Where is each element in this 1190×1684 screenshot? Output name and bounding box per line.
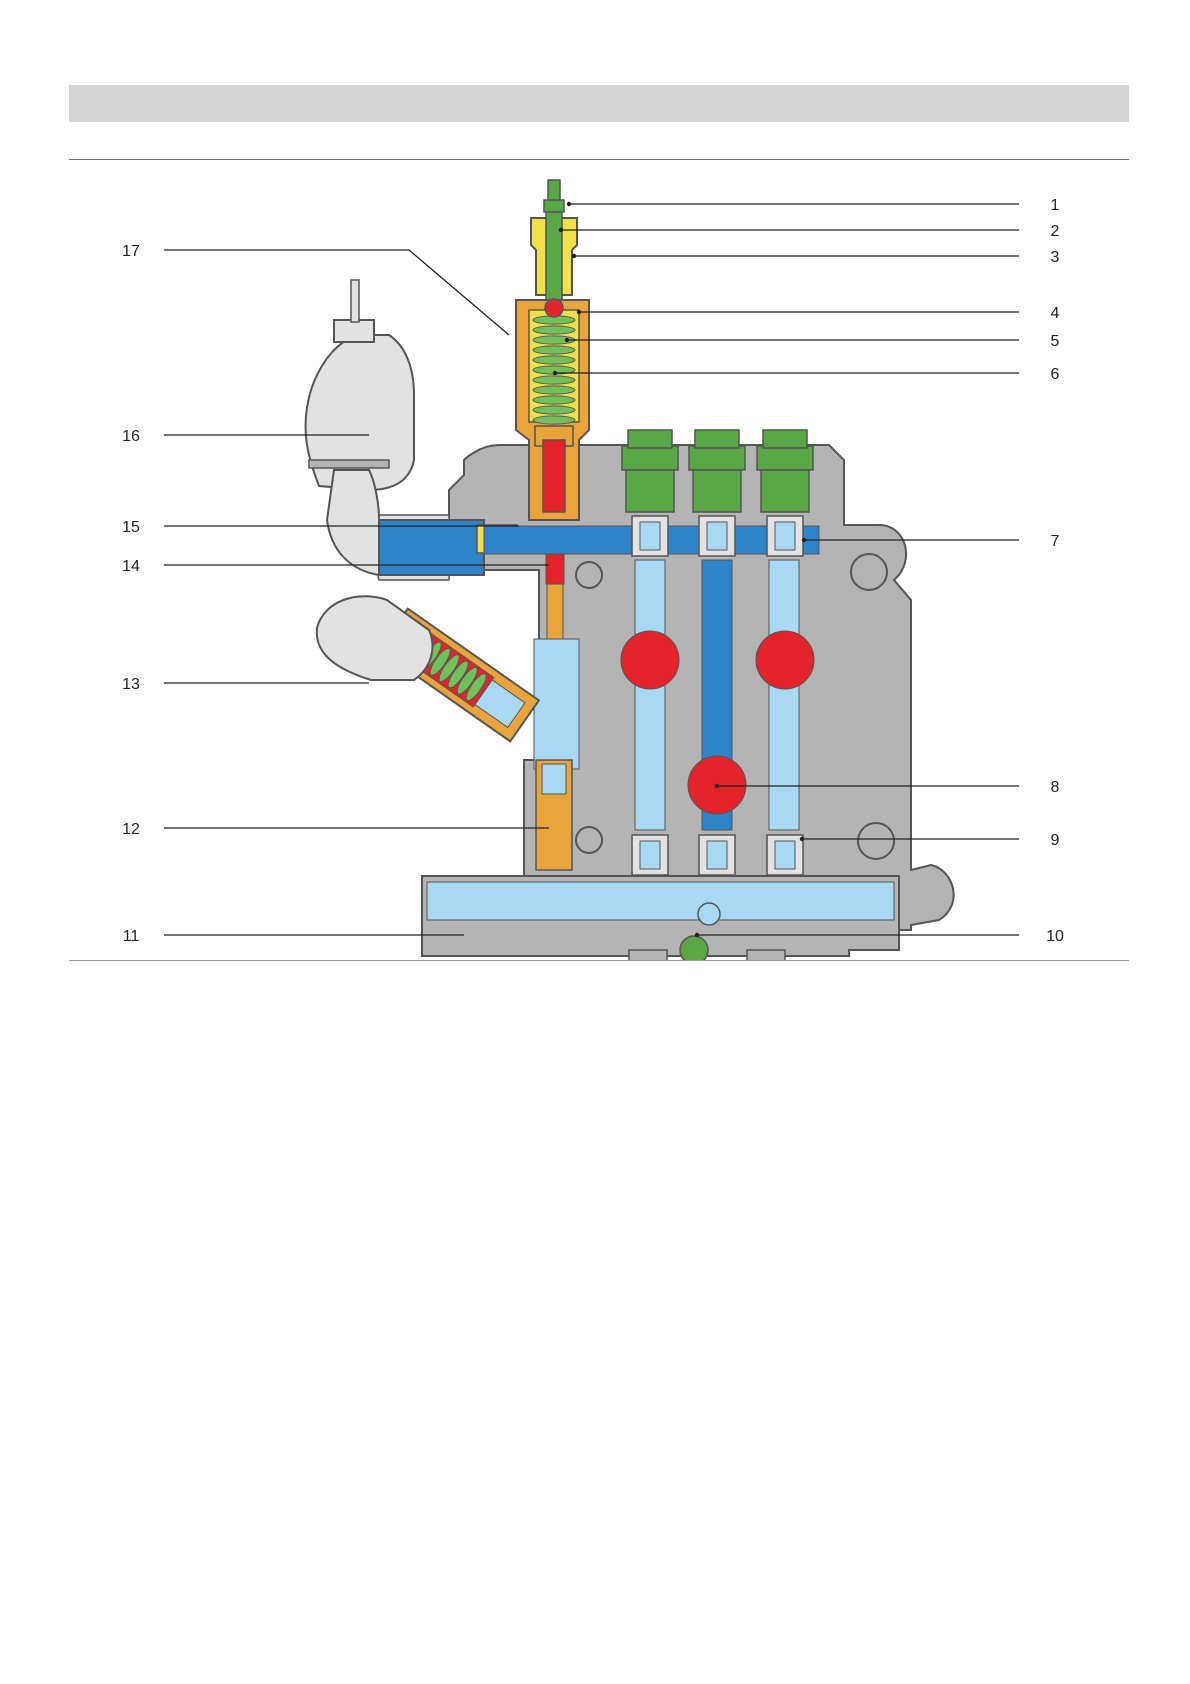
safety-valve-knob: [317, 596, 433, 680]
callout-label-1: 1: [1051, 197, 1060, 214]
valve-plug-cap-2: [695, 430, 739, 448]
spring-coil: [533, 356, 575, 364]
callout-dot-7: [802, 538, 806, 542]
callout-dot-10: [695, 933, 699, 937]
spring-coil: [533, 326, 575, 334]
drain-plug: [680, 936, 708, 960]
lower-valve-cages: [632, 835, 803, 875]
valve-plug-cap-1: [628, 430, 672, 448]
valve-plug-head-1: [622, 446, 678, 470]
callout-dot-8: [715, 784, 719, 788]
callout-label-10: 10: [1046, 928, 1064, 945]
regulator-ball: [545, 299, 563, 317]
callout-dot-3: [572, 254, 576, 258]
callout-label-13: 13: [122, 676, 140, 693]
header-bar: [69, 85, 1129, 122]
regulator-plunger: [543, 440, 565, 512]
valve-plug-head-2: [689, 446, 745, 470]
valve-plug-body-3: [761, 470, 809, 512]
valve-plug-body-2: [693, 470, 741, 512]
regulator-stem: [546, 212, 562, 307]
lower-valve-cage-seat-1: [640, 841, 660, 869]
callout-label-11: 11: [123, 928, 140, 945]
spring-coil: [533, 386, 575, 394]
spring-coil: [533, 376, 575, 384]
callout-label-14: 14: [122, 558, 140, 575]
spring-coil: [533, 406, 575, 414]
bore-right: [851, 554, 887, 590]
spring-coil: [533, 416, 575, 424]
bore-left: [576, 562, 602, 588]
callout-label-16: 16: [122, 428, 140, 445]
bore-lower-right: [858, 823, 894, 859]
callout-label-12: 12: [122, 821, 140, 838]
callout-label-15: 15: [122, 519, 140, 536]
callout-dot-1: [567, 202, 571, 206]
foot-right: [747, 950, 785, 960]
pressure-switch-base: [309, 460, 389, 468]
pressure-switch-elbow: [327, 470, 379, 575]
bore-lower-left: [576, 827, 602, 853]
pressure-switch-cable: [351, 280, 359, 322]
callout-label-8: 8: [1051, 779, 1060, 796]
callout-label-9: 9: [1051, 832, 1060, 849]
upper-valve-cage-seat-1: [640, 522, 660, 550]
upper-valve-cages: [632, 516, 803, 556]
valve-plug-body-1: [626, 470, 674, 512]
manifold-bore: [427, 882, 894, 920]
lower-valve-cage-seat-3: [775, 841, 795, 869]
bypass-channel: [547, 584, 563, 639]
lower-valve-cage-seat-2: [707, 841, 727, 869]
bypass-piston-core: [542, 764, 566, 794]
callout-dot-5: [565, 338, 569, 342]
spring-coil: [533, 396, 575, 404]
pressure-switch-neck: [334, 320, 374, 342]
callout-dot-2: [559, 228, 563, 232]
callout-label-17: 17: [122, 243, 140, 260]
cylinder-tube-1: [635, 560, 665, 830]
spring-coil: [533, 346, 575, 354]
valve-plugs: [622, 430, 813, 512]
regulator-spring: [533, 316, 575, 424]
valve-plug-head-3: [757, 446, 813, 470]
foot-left: [629, 950, 667, 960]
vertical-channel: [546, 554, 564, 584]
callout-dot-9: [800, 837, 804, 841]
callout-dot-4: [577, 310, 581, 314]
callout-label-4: 4: [1051, 305, 1060, 322]
manifold-port: [698, 903, 720, 925]
regulator-nut: [544, 200, 564, 212]
callout-label-5: 5: [1051, 333, 1060, 350]
piston-3: [756, 631, 814, 689]
callout-label-7: 7: [1051, 533, 1060, 550]
inlet-chamber: [379, 520, 484, 575]
callout-label-3: 3: [1051, 249, 1060, 266]
piston-1: [621, 631, 679, 689]
cylinder-tube-3: [769, 560, 799, 830]
pump-head-artwork: [306, 180, 954, 960]
upper-valve-cage-seat-2: [707, 522, 727, 550]
bypass-chamber: [534, 639, 579, 769]
callout-dot-6: [553, 371, 557, 375]
valve-plug-cap-3: [763, 430, 807, 448]
upper-valve-cage-seat-3: [775, 522, 795, 550]
callout-label-2: 2: [1051, 223, 1060, 240]
callout-label-6: 6: [1051, 366, 1060, 383]
